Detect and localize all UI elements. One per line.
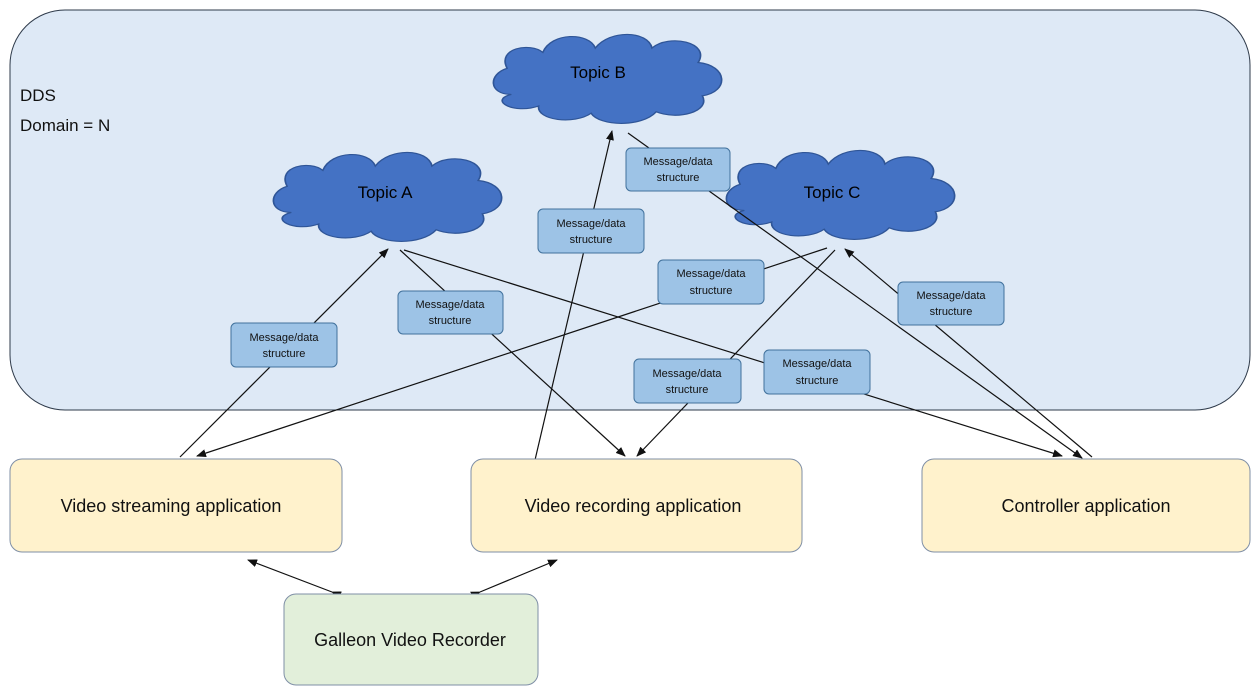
message-label-line1: Message/data	[676, 268, 746, 280]
connector-recorder-to-streaming	[247, 559, 342, 599]
topic-c-cloud	[725, 149, 956, 240]
topic-b-cloud	[492, 33, 723, 124]
message-label-line1: Message/data	[916, 290, 986, 302]
message-label-topic-c-to-recording: Message/data structure	[633, 358, 742, 404]
message-label-topic-c-to-streaming: Message/data structure	[657, 259, 765, 305]
video-streaming-application-label: Video streaming application	[61, 496, 282, 516]
message-label-line2: structure	[657, 172, 700, 184]
connector-topic-c-to-recording	[636, 249, 836, 457]
message-label-recording-to-topic-b: Message/data structure	[537, 208, 645, 254]
message-label-streaming-to-topic-a: Message/data structure	[230, 322, 338, 368]
video-recording-application-box: Video recording application	[470, 458, 803, 553]
message-label-line2: structure	[690, 285, 733, 297]
connectors	[179, 130, 1093, 600]
connector-controller-to-topic-c	[844, 248, 1093, 458]
message-label-line1: Message/data	[415, 299, 485, 311]
message-label-topic-a-to-controller: Message/data structure	[763, 349, 871, 395]
domain-subtitle: Domain = N	[20, 116, 110, 135]
message-label-line1: Message/data	[556, 218, 626, 230]
video-recording-application-label: Video recording application	[525, 496, 742, 516]
message-label-line2: structure	[570, 234, 613, 246]
message-label-line1: Message/data	[652, 368, 722, 380]
controller-application-box: Controller application	[921, 458, 1251, 553]
topic-b-label: Topic B	[570, 63, 626, 82]
galleon-video-recorder-label: Galleon Video Recorder	[314, 630, 506, 650]
topic-a-label: Topic A	[358, 183, 413, 202]
message-label-line2: structure	[666, 384, 709, 396]
message-label-line1: Message/data	[782, 358, 852, 370]
message-label-topic-b-to-controller: Message/data structure	[625, 147, 731, 192]
message-label-line2: structure	[263, 348, 306, 360]
connector-topic-a-to-controller	[403, 249, 1063, 458]
message-label-line1: Message/data	[643, 156, 713, 168]
galleon-video-recorder-box: Galleon Video Recorder	[283, 593, 539, 686]
topic-c-label: Topic C	[804, 183, 861, 202]
message-label-controller-to-topic-c: Message/data structure	[897, 281, 1005, 326]
domain-title: DDS	[20, 86, 56, 105]
message-label-topic-a-to-recording: Message/data structure	[397, 290, 504, 335]
connector-recorder-to-recording	[470, 559, 558, 600]
connector-recording-to-topic-b	[534, 130, 614, 461]
controller-application-label: Controller application	[1001, 496, 1170, 516]
message-label-line2: structure	[796, 375, 839, 387]
connector-topic-a-to-recording	[399, 249, 626, 457]
message-label-line2: structure	[429, 315, 472, 327]
video-streaming-application-box: Video streaming application	[9, 458, 343, 553]
message-label-line2: structure	[930, 306, 973, 318]
topic-a-cloud	[272, 151, 503, 242]
message-label-line1: Message/data	[249, 332, 319, 344]
